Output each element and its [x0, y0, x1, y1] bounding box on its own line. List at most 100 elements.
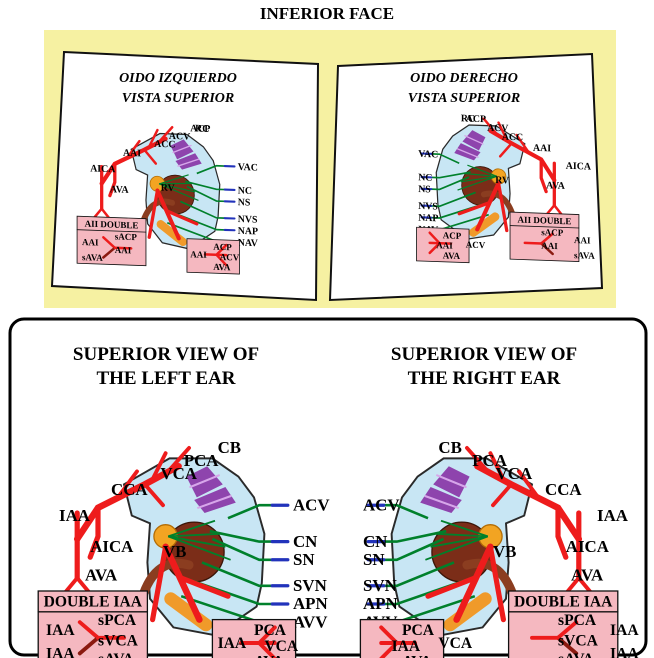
single-box-label: AVA	[402, 653, 433, 658]
nerve-label: APN	[363, 594, 398, 613]
single-box-label: ACP	[213, 242, 232, 253]
right-card-title: VISTA SUPERIOR	[408, 91, 520, 106]
nerve-label: NAV	[238, 237, 259, 249]
double-box-label: sACP	[541, 227, 563, 238]
vessel-label: AVA	[85, 566, 118, 585]
single-artery-box: PCA IAA VCAAVA	[212, 620, 299, 658]
vessel-label: VCA	[496, 464, 533, 483]
bottom-left-title: SUPERIOR VIEW OF	[73, 344, 259, 365]
double-box-label: AAI	[82, 237, 99, 248]
canal-label: RC	[195, 123, 209, 135]
double-box-label: IAA	[610, 646, 639, 658]
nerve-label: NVS	[418, 201, 438, 213]
vestibule-label: RV	[495, 175, 510, 187]
double-box-label: sVCA	[558, 633, 599, 650]
single-box-label: ACV	[220, 252, 240, 263]
single-box-label: AAI	[436, 240, 453, 251]
double-box-label: sAVA	[574, 250, 595, 261]
vessel-label: AICA	[566, 161, 592, 173]
vessel-label: AVA	[546, 180, 566, 192]
double-artery-box: AII DOUBLEsACP AAI AAI sAVA	[77, 216, 146, 266]
nerve-label: APN	[293, 594, 328, 613]
single-box-label: IAA	[218, 635, 247, 652]
bottom-left-title: THE LEFT EAR	[96, 368, 235, 389]
canal-label: RC	[461, 113, 475, 125]
left-card: OIDO IZQUIERDOVISTA SUPERIORACPACVACCAAI…	[52, 52, 318, 300]
vessel-label: CCA	[545, 480, 582, 499]
double-box-label: sPCA	[98, 612, 137, 629]
double-box-label: AAI	[115, 245, 132, 256]
vessel-stub	[525, 243, 541, 244]
vestibule-label: VB	[163, 542, 186, 561]
vestibule-label: VB	[493, 542, 516, 561]
double-box-label: IAA	[610, 622, 639, 639]
single-box-label: AVA	[213, 262, 231, 273]
double-box-label: AAI	[541, 240, 558, 251]
double-box-label: sACP	[115, 231, 137, 242]
nerve-label: NS	[418, 184, 431, 196]
vessel-label: AICA	[566, 537, 610, 556]
double-box-title: AII DOUBLE	[518, 214, 572, 226]
single-box-label: AVA	[443, 250, 461, 261]
vessel-label: AICA	[90, 537, 134, 556]
double-box-label: sVCA	[98, 633, 139, 650]
nerve-label: NAP	[418, 212, 438, 224]
nerve-label: NC	[418, 172, 432, 184]
vessel-label: IAA	[597, 506, 629, 525]
nerve-label: NVS	[238, 214, 258, 226]
nerve-label: SVN	[363, 576, 397, 595]
vessel-label: AVA	[110, 184, 130, 196]
vessel-label: VCA	[160, 464, 197, 483]
double-box-label: IAA	[46, 622, 75, 639]
nerve-label: AVV	[293, 612, 328, 631]
nerve-label: SVN	[293, 576, 327, 595]
double-box-label: sPCA	[558, 612, 597, 629]
nerve-label: ACV	[293, 495, 330, 514]
double-box-label: sAVA	[98, 651, 135, 658]
vessel-label: AAI	[533, 143, 551, 155]
vessel-label: AAI	[123, 148, 141, 160]
left-card-title: OIDO IZQUIERDO	[119, 71, 237, 86]
vessel-label: IAA	[59, 506, 91, 525]
nerve-label: VAC	[238, 162, 258, 174]
single-box-label: IAA	[392, 638, 421, 655]
vestibule-label: RV	[161, 183, 176, 195]
double-box-label: IAA	[46, 646, 75, 658]
nerve-label: VAC	[418, 149, 438, 161]
nerve-label: ACV	[363, 495, 400, 514]
nerve-label: NS	[238, 197, 251, 209]
vessel-label: CCA	[111, 480, 148, 499]
double-box-title: DOUBLE IAA	[514, 594, 613, 611]
vessel-label: AICA	[90, 163, 116, 175]
double-box-title: AII DOUBLE	[85, 218, 139, 230]
single-artery-box: ACPAAIACVAVA	[187, 239, 240, 274]
single-box-label: PCA	[402, 622, 435, 639]
bottom-right-title: THE RIGHT EAR	[408, 368, 561, 389]
nerve-label: SN	[363, 550, 385, 569]
single-box-label: VCA	[264, 638, 299, 655]
nerve-label: NC	[238, 185, 252, 197]
nerve-label: SN	[293, 550, 315, 569]
single-box-label: VCA	[438, 635, 473, 652]
double-box-label: sAVA	[82, 252, 103, 263]
single-box-label: ACP	[443, 230, 462, 241]
single-box-label: PCA	[254, 622, 287, 639]
nerve-label: NAP	[238, 226, 258, 238]
bottom-right-title: SUPERIOR VIEW OF	[391, 344, 577, 365]
double-box-title: DOUBLE IAA	[44, 594, 143, 611]
nerve-label: CN	[293, 532, 317, 551]
vessel-label: AVA	[571, 566, 604, 585]
vessel-label: ACC	[502, 131, 523, 143]
vessel-label: CB	[218, 438, 241, 457]
nerve-label: CN	[363, 532, 387, 551]
left-card-title: VISTA SUPERIOR	[122, 91, 234, 106]
vessel-label: CB	[438, 438, 461, 457]
single-box-label: AVA	[254, 653, 285, 658]
single-box-label: ACV	[466, 239, 486, 250]
double-box-label: AAI	[574, 235, 591, 246]
double-box-label: sAVA	[558, 651, 595, 658]
